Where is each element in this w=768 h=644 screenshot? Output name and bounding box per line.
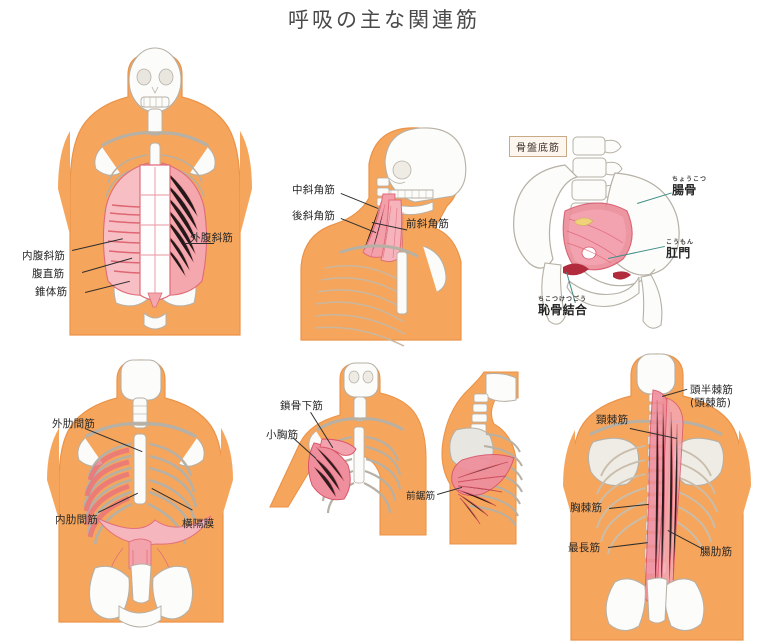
figure-pectoralis-svg <box>269 362 427 536</box>
serratus-anterior-muscle <box>451 454 515 525</box>
page-title: 呼吸の主な関連筋 <box>288 8 480 32</box>
label-ilium-ruby: ちょうこつ <box>672 176 708 183</box>
figure-scalene-svg <box>300 127 467 347</box>
figure-abdominal-svg <box>58 47 252 336</box>
label-scalenus-anterior: 前斜角筋 <box>406 218 450 230</box>
label-pyramidalis: 錐体筋 <box>35 286 68 298</box>
figure-intercostal-svg <box>47 359 233 628</box>
label-pubic-symphysis-text: 恥骨結合 <box>538 303 588 317</box>
label-iliocostalis: 腸肋筋 <box>700 546 733 558</box>
ribcage-left <box>147 442 198 545</box>
figure-abdominal <box>40 35 270 336</box>
figure-pelvic-floor <box>505 125 735 330</box>
label-semispinalis-capitis: 頭半棘筋 (頭棘筋) <box>690 384 733 410</box>
label-anus-text: 肛門 <box>666 246 691 260</box>
label-external-oblique: 外腹斜筋 <box>190 232 234 244</box>
label-cervicis-spinalis: 頸棘筋 <box>596 414 629 426</box>
label-ilium-text: 腸骨 <box>672 183 697 197</box>
label-rectus-abdominis: 腹直筋 <box>32 268 65 280</box>
external-oblique-muscle <box>161 162 208 296</box>
figure-intercostal <box>25 350 255 635</box>
label-external-intercostal: 外肋間筋 <box>52 418 96 430</box>
label-internal-intercostal: 内肋間筋 <box>55 514 99 526</box>
pelvic-floor-muscle <box>562 202 633 280</box>
skull-posterior <box>636 353 676 395</box>
label-longissimus: 最長筋 <box>568 542 601 554</box>
pyramidalis-muscle <box>147 292 163 308</box>
label-diaphragm: 横隔膜 <box>182 518 215 530</box>
erector-spinae-muscle <box>644 389 684 604</box>
leader-external-oblique <box>184 243 214 244</box>
label-pubic-symphysis-ruby: ちこつけつごう <box>538 296 588 303</box>
label-scalenus-posterior: 後斜角筋 <box>292 210 336 222</box>
rectus-abdominis-muscle <box>139 164 171 301</box>
label-anus-ruby: こうもん <box>666 239 695 246</box>
label-semispinalis-capitis-alt: (頭棘筋) <box>690 397 732 410</box>
label-thoracic-spinalis: 胸棘筋 <box>570 502 603 514</box>
pectoralis-minor-muscle <box>308 442 351 501</box>
label-pectoralis-minor: 小胸筋 <box>266 429 299 441</box>
label-semispinalis-capitis-text: 頭半棘筋 <box>690 384 734 396</box>
label-pelvic-floor-box: 骨盤底筋 <box>509 136 567 157</box>
diaphragm-muscle <box>96 515 212 575</box>
pubic-symphysis-mark <box>563 263 589 276</box>
label-scalenus-medius: 中斜角筋 <box>292 184 336 196</box>
label-subclavius: 鎖骨下筋 <box>280 400 324 412</box>
figure-serratus-svg <box>441 371 523 545</box>
figure-serratus <box>400 368 550 548</box>
skull-and-neck <box>120 359 162 429</box>
figure-pectoralis <box>262 355 427 536</box>
pelvis-posterior <box>605 577 705 632</box>
ribcage-lateral <box>314 244 447 347</box>
label-pubic-symphysis: ちこつけつごう 恥骨結合 <box>538 297 587 318</box>
skull-lateral <box>382 127 467 215</box>
label-ilium: ちょうこつ 腸骨 <box>672 177 707 198</box>
figure-erector-spinae <box>545 350 760 641</box>
figure-pelvic-floor-svg <box>513 136 680 329</box>
anus-opening <box>581 246 597 260</box>
pelvis-bone-lower <box>88 563 194 628</box>
figure-erector-spinae-svg <box>563 353 751 641</box>
label-internal-oblique: 内腹斜筋 <box>22 250 66 262</box>
label-anus: こうもん 肛門 <box>666 240 694 261</box>
label-serratus-anterior: 前鋸筋 <box>406 491 436 502</box>
figure-scalene <box>285 120 485 347</box>
